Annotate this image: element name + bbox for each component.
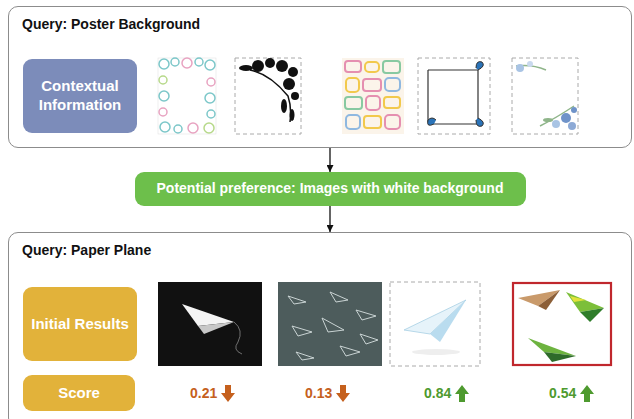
white-plane-image [390,282,480,366]
box-label: Initial Results [31,315,129,334]
floral-corner-image [235,58,301,134]
results-box: Initial Results [23,287,137,361]
context-box: Contextual Information [23,59,137,133]
box-label: Score [58,384,100,403]
up-trend-arrow [580,385,594,402]
up-trend-arrow [455,385,469,402]
bubble-frame-image [158,58,216,134]
colored-planes-image [513,283,611,365]
flow-arrow [329,206,330,232]
score-value: 0.13 [305,385,332,401]
score-value: 0.84 [424,385,451,401]
down-trend-arrow [336,385,350,402]
score-box: Score [23,375,135,411]
pattern-frames-image [342,58,404,134]
flower-corner-image [512,58,578,134]
query-panel: Query: Poster BackgroundContextual Infor… [8,6,632,148]
scroll-image [418,58,490,134]
panel-title: Query: Paper Plane [22,242,151,258]
box-label: Potential preference: Images with white … [157,180,504,198]
pattern-plane-image [278,282,382,366]
black-plane-image [158,282,262,366]
score-value: 0.54 [549,385,576,401]
preference-band: Potential preference: Images with white … [135,172,526,206]
score-value: 0.21 [190,385,217,401]
down-trend-arrow [221,385,235,402]
flow-arrow [329,148,330,172]
panel-title: Query: Poster Background [22,16,200,32]
box-label: Contextual Information [31,77,129,115]
